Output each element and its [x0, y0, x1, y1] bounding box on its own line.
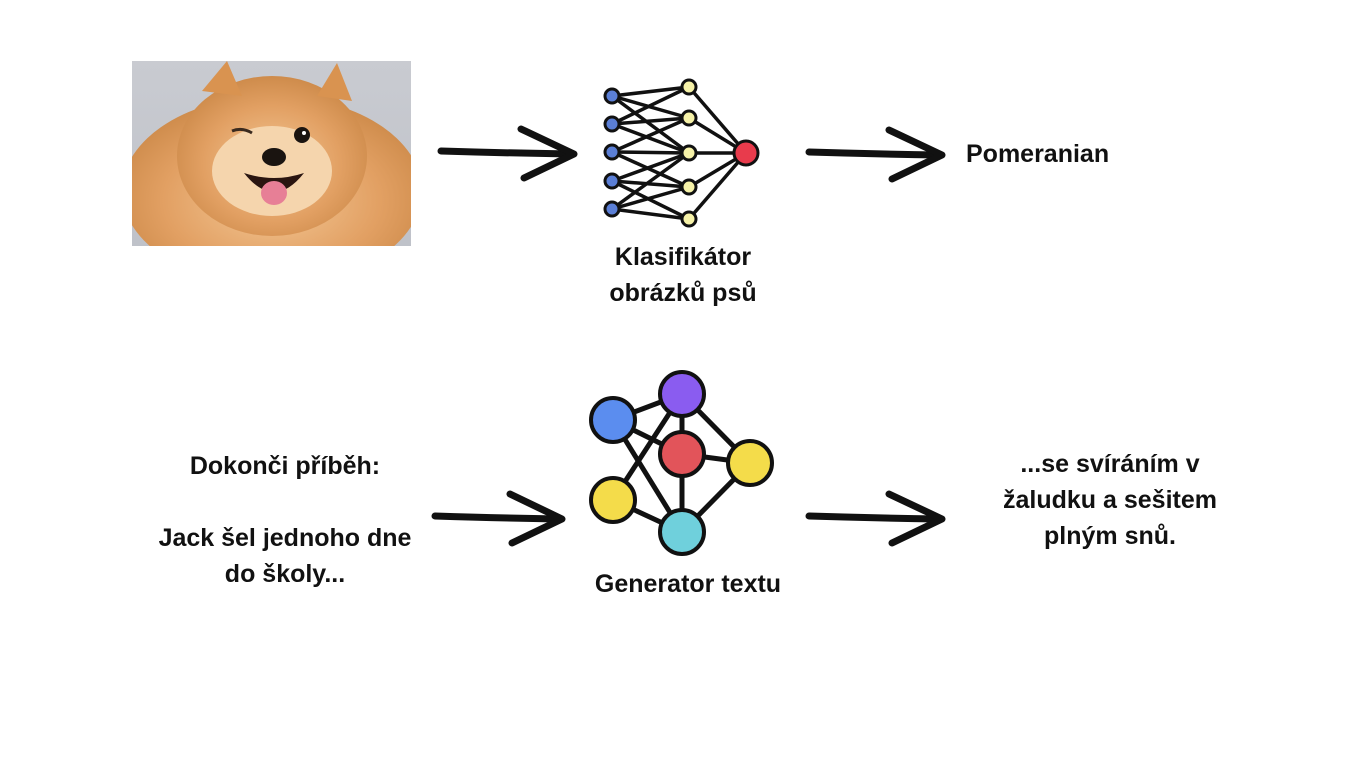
arrow-right-icon: [431, 490, 566, 547]
generator-label: Generator textu: [594, 570, 782, 598]
classifier-label-line1: Klasifikátor: [614, 243, 752, 271]
generator-output-line-3: plným snů.: [1044, 522, 1176, 550]
arrow-right-icon: [805, 126, 946, 183]
pomeranian-icon: [132, 61, 411, 246]
prompt-text: Jack šel jednoho dne do školy...: [120, 520, 450, 592]
generator-output-line-2: žaludku a sešitem: [1003, 486, 1217, 514]
generator-output-line-1: ...se svíráním v: [1020, 450, 1200, 478]
classifier-network-icon: [603, 78, 760, 228]
prompt-title: Dokonči příběh:: [189, 452, 381, 480]
classifier-output: Pomeranian: [966, 140, 1110, 168]
arrow-right-icon: [437, 125, 578, 182]
generator-network-icon: [589, 370, 774, 556]
prompt-line-2: do školy...: [224, 560, 346, 588]
generator-output: ...se svíráním v žaludku a sešitem plným…: [970, 446, 1250, 554]
prompt-line-1: Jack šel jednoho dne: [158, 524, 412, 552]
arrow-right-icon: [805, 490, 946, 547]
dog-photo: [132, 61, 411, 246]
classifier-label-line2: obrázků psů: [609, 279, 757, 307]
classifier-label: Klasifikátor obrázků psů: [583, 239, 783, 311]
